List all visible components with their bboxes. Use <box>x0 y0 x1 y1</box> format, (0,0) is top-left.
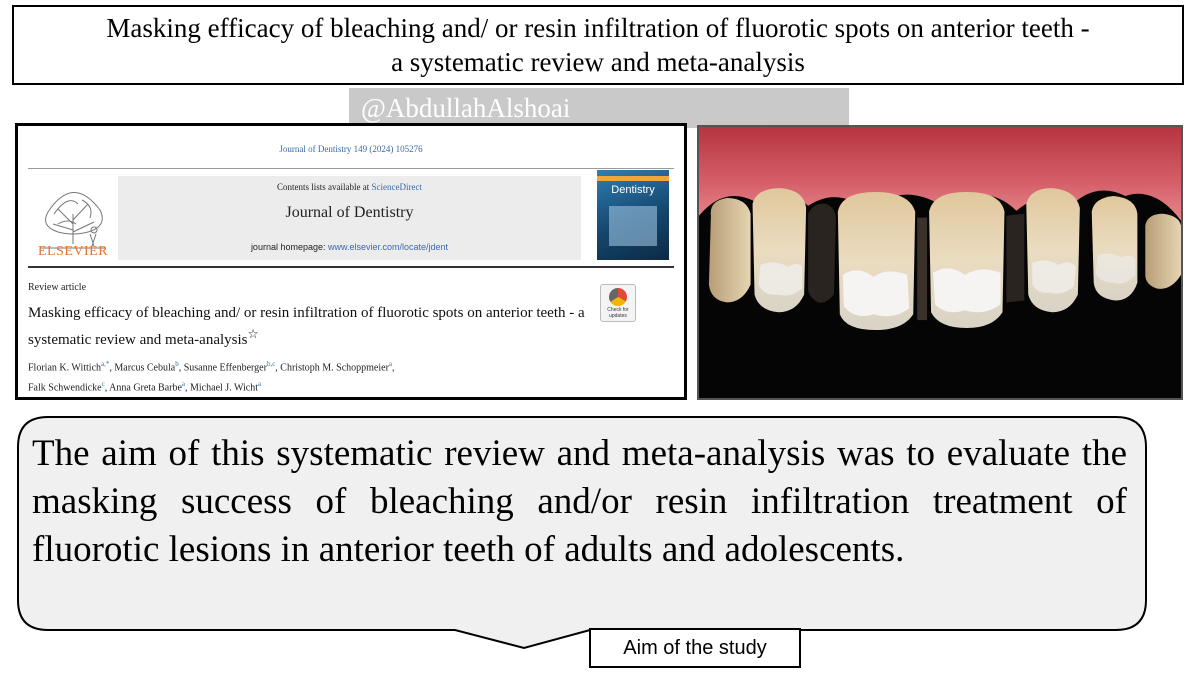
author-list: Florian K. Witticha,*, Marcus Cebulab, S… <box>28 356 648 397</box>
author-name: Christoph M. Schoppmeier <box>280 362 389 374</box>
author-name: Anna Greta Barbe <box>109 382 182 394</box>
author-watermark: @AbdullahAlshoai <box>349 88 849 128</box>
journal-name: Journal of Dentistry <box>285 204 414 221</box>
author-affiliation-mark[interactable]: c <box>101 380 105 389</box>
aim-statement: The aim of this systematic review and me… <box>32 433 1127 570</box>
author-separator: , <box>185 382 191 394</box>
author-name: Michael J. Wicht <box>190 382 259 394</box>
fluorosis-teeth-photo <box>697 125 1183 400</box>
title-footnote-star: ☆ <box>247 327 259 341</box>
contents-line: Contents lists available at ScienceDirec… <box>118 182 581 192</box>
paper-header-screenshot: Journal of Dentistry 149 (2024) 105276 E… <box>15 123 687 400</box>
cover-image <box>609 206 657 246</box>
slide-title-line-2: a systematic review and meta-analysis <box>391 47 805 77</box>
author-separator: , <box>104 382 110 394</box>
author-affiliation-mark[interactable]: a <box>258 380 262 389</box>
homepage-line: journal homepage: www.elsevier.com/locat… <box>118 242 581 252</box>
aim-label: Aim of the study <box>589 628 801 668</box>
check-for-updates-badge[interactable]: Check for updates <box>600 284 636 322</box>
author-affiliation-mark[interactable]: a <box>388 360 393 368</box>
journal-cover-thumbnail: Dentistry <box>597 170 669 260</box>
masthead-divider <box>28 266 674 268</box>
cover-accent-bar <box>597 176 669 181</box>
author-separator: , <box>392 362 395 374</box>
article-title-text: Masking efficacy of bleaching and/ or re… <box>28 305 585 348</box>
author-separator: , <box>275 362 281 374</box>
author-name: Florian K. Wittich <box>28 362 102 374</box>
journal-homepage-link[interactable]: www.elsevier.com/locate/jdent <box>328 242 449 252</box>
author-name: Susanne Effenberger <box>183 362 267 374</box>
author-separator: , <box>178 362 184 374</box>
cover-title: Dentistry <box>611 184 655 196</box>
author-affiliation-mark[interactable]: a <box>181 380 186 389</box>
homepage-prefix: journal homepage: <box>250 242 328 252</box>
check-updates-label: Check for updates <box>607 307 629 319</box>
header-divider <box>28 168 674 169</box>
journal-masthead: Contents lists available at ScienceDirec… <box>118 176 581 260</box>
elsevier-tree-logo-icon <box>28 174 118 260</box>
check-updates-icon <box>609 288 627 306</box>
publisher-name: ELSEVIER <box>37 244 109 259</box>
slide-title: Masking efficacy of bleaching and/ or re… <box>12 5 1184 85</box>
author-affiliation-mark[interactable]: b <box>175 360 179 368</box>
article-type: Review article <box>28 282 87 293</box>
author-affiliation-mark[interactable]: a,* <box>101 360 110 368</box>
journal-citation: Journal of Dentistry 149 (2024) 105276 <box>279 144 423 154</box>
contents-prefix: Contents lists available at <box>277 182 372 192</box>
slide-title-line-1: Masking efficacy of bleaching and/ or re… <box>106 13 1090 43</box>
author-name: Marcus Cebula <box>114 362 176 374</box>
author-separator: , <box>109 362 115 374</box>
sciencedirect-link[interactable]: ScienceDirect <box>371 182 422 192</box>
article-title: Masking efficacy of bleaching and/ or re… <box>28 303 588 351</box>
author-name: Falk Schwendicke <box>28 382 102 394</box>
author-affiliation-mark[interactable]: b,c <box>266 360 276 368</box>
